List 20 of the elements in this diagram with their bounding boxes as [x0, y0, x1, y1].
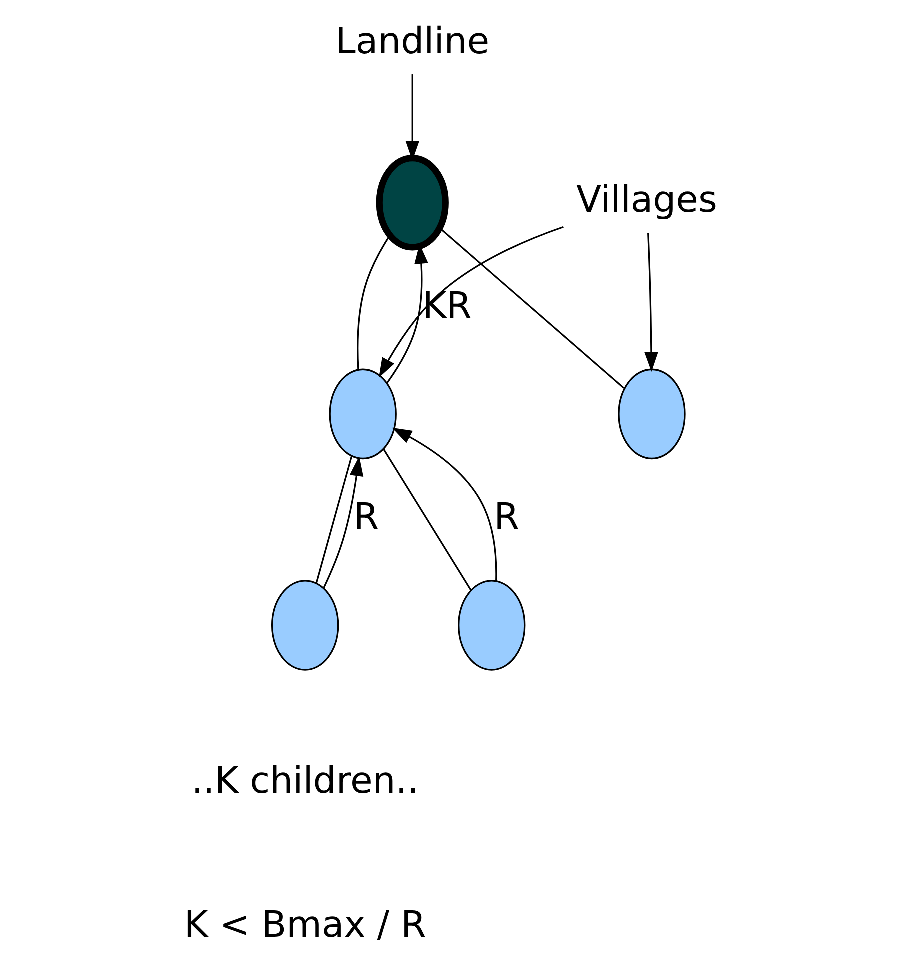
arrow: [378, 226, 564, 378]
node-text: Landline: [335, 20, 490, 63]
node-circle: [618, 368, 686, 460]
connector: [439, 228, 624, 389]
arrow: [392, 428, 497, 582]
label: K < Bmax / R: [184, 902, 426, 946]
label: ..K children..: [191, 759, 418, 802]
arrow: [644, 233, 658, 372]
arrow: [322, 456, 364, 588]
edge-label: R: [353, 495, 379, 538]
node-circle: [270, 580, 339, 671]
node-circle: [458, 580, 526, 671]
connector: [382, 448, 472, 591]
connector: [356, 235, 390, 370]
edge-label: R: [494, 495, 519, 538]
node-circle: [376, 155, 448, 251]
node-text: Villages: [576, 178, 717, 222]
edge-label: KR: [422, 284, 472, 327]
node-circle: [328, 368, 396, 460]
connector: [315, 456, 352, 584]
